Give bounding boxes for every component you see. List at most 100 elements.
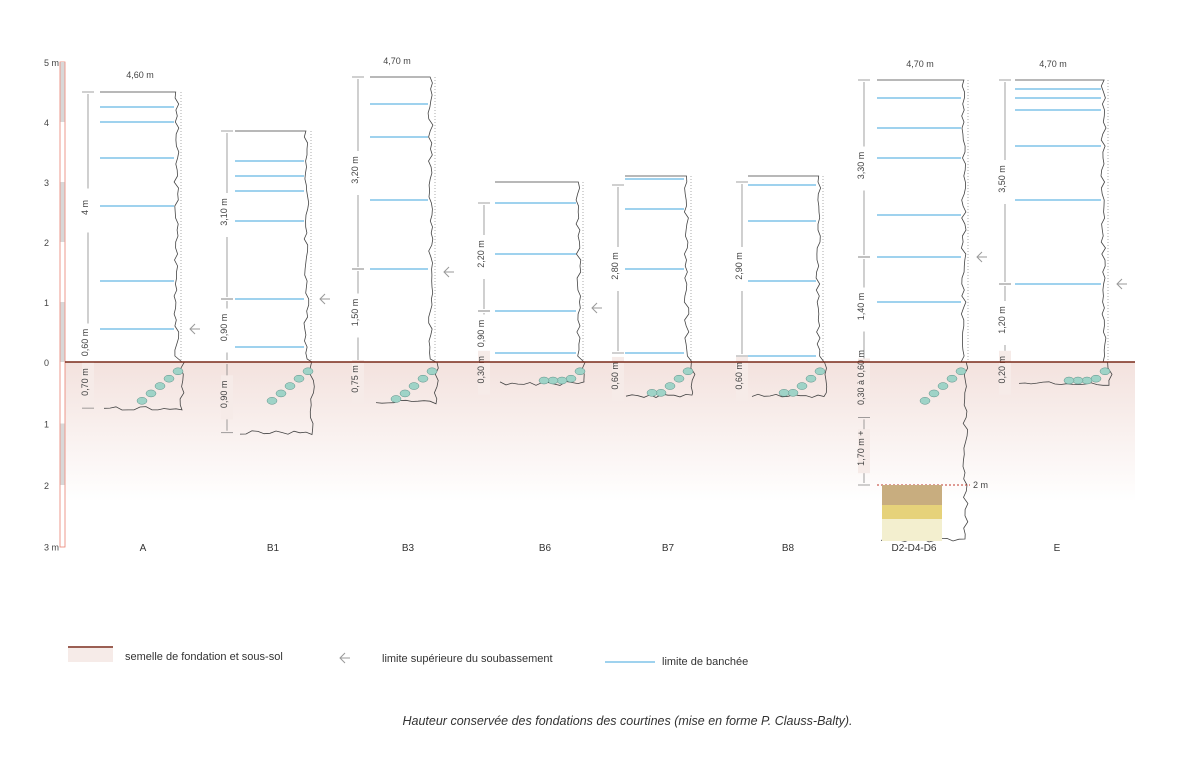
arrow-left-icon — [339, 652, 350, 664]
foundation-stone — [154, 382, 166, 390]
axis-tick-label: 2 — [44, 238, 49, 248]
dimension-label: 0,90 m — [476, 320, 486, 348]
arrow-left-icon — [1116, 278, 1127, 290]
foundation-stone — [266, 397, 278, 405]
foundation-stone — [937, 382, 949, 390]
dimension-label: 3,30 m — [856, 152, 866, 180]
subsoil-swatch — [68, 648, 113, 662]
dimension: 0,60 m — [610, 356, 624, 401]
dimension: 1,70 m + — [856, 417, 870, 486]
foundation-stone — [682, 367, 694, 376]
dimension-label-bg — [352, 151, 364, 195]
dimension-label: 0,90 m — [219, 314, 229, 342]
wall-profile — [495, 181, 586, 386]
scale-segment — [60, 62, 65, 122]
foundation-stone — [275, 389, 287, 398]
foundation-stone — [655, 389, 667, 397]
section-column-a: 4 m0,60 m0,70 m4,60 mA — [80, 70, 200, 554]
foundation-stone — [778, 389, 790, 397]
scale-segment — [60, 423, 65, 485]
wall-profile — [877, 79, 969, 543]
dimension-label-bg — [82, 323, 94, 368]
dimension-label: 1,50 m — [350, 299, 360, 327]
dimension-label-bg — [999, 160, 1011, 204]
wall-profile — [625, 175, 696, 398]
foundation-stone — [136, 397, 148, 405]
dimension: 0,30 à 0,60 m — [856, 350, 870, 405]
dimension: 1,50 m — [350, 268, 364, 363]
dimension-label-bg — [612, 356, 624, 401]
axis-tick-label: 1 — [44, 298, 49, 308]
column-label: A — [140, 543, 147, 554]
foundation-stone — [805, 374, 817, 383]
foundation-stone — [673, 374, 685, 383]
foundation-stone — [946, 374, 958, 383]
legend-upper-limit-label: limite supérieure du soubassement — [382, 653, 553, 665]
section-column-b6: 2,20 m0,90 m0,30 mB6 — [476, 181, 602, 554]
foundation-stone — [787, 389, 799, 397]
section-column-e: 3,50 m1,20 m0,20 m4,70 mE — [997, 59, 1127, 554]
dimension: 0,90 m — [219, 298, 233, 363]
column-label: E — [1054, 543, 1061, 554]
arrow-left-icon — [443, 266, 454, 278]
arrow-left-icon — [976, 251, 987, 263]
dimension-label-bg — [478, 314, 490, 359]
section-column-b7: 2,80 m 0,60 m B7 — [610, 175, 696, 554]
dimension-label-bg — [736, 356, 748, 401]
dimension-label-bg — [221, 193, 233, 237]
foundation-stone — [390, 395, 402, 403]
arrow-left-icon — [319, 293, 330, 305]
dimension-label-bg — [858, 146, 870, 191]
subsoil-band — [65, 362, 1135, 502]
dimension-label: 3,50 m — [997, 165, 1007, 193]
column-label: B8 — [782, 543, 795, 554]
dimension-label: 3,10 m — [219, 198, 229, 226]
foundation-stone — [408, 382, 420, 390]
dimension: 3,30 m — [856, 79, 870, 258]
foundation-stone — [293, 374, 305, 383]
foundation-stone — [1063, 376, 1075, 385]
dimension: 3,10 m — [219, 130, 233, 300]
width-label: 4,70 m — [383, 56, 411, 66]
axis-tick-label: 3 m — [44, 543, 59, 553]
column-label: B7 — [662, 543, 675, 554]
wall-profile — [370, 76, 439, 405]
axis-tick-label: 4 — [44, 118, 49, 128]
dimension-label-bg — [221, 375, 233, 420]
wall-profile — [100, 91, 186, 411]
dimension: 0,20 m — [997, 350, 1011, 395]
dimension-label: 2,80 m — [610, 252, 620, 280]
dimension-label: 4 m — [80, 200, 90, 215]
dimension: 1,40 m — [856, 256, 870, 363]
dimension-label: 0,60 m — [610, 362, 620, 390]
foundation-stone — [426, 367, 438, 376]
axis-tick-label: 2 — [44, 481, 49, 491]
foundation-stone — [646, 389, 658, 397]
axis-tick-label: 1 — [44, 420, 49, 430]
foundation-stone — [417, 374, 429, 383]
scale-segment — [60, 182, 65, 242]
dimension: 4 m — [80, 91, 94, 330]
figure-caption: Hauteur conservée des fondations des cou… — [402, 714, 853, 728]
column-label: B1 — [267, 543, 280, 554]
dimension: 0,30 m — [476, 350, 490, 395]
dimension: 3,50 m — [997, 79, 1011, 285]
foundation-stone — [1072, 376, 1084, 385]
dimension-label-bg — [736, 247, 748, 291]
foundation-stone — [664, 382, 676, 390]
dimension-label: 2,20 m — [476, 240, 486, 268]
soil-layer — [882, 485, 942, 505]
column-label: D2-D4-D6 — [891, 543, 936, 554]
soil-layer — [882, 505, 942, 519]
foundation-stone — [796, 382, 808, 390]
foundation-stone — [1099, 367, 1111, 376]
dimension-label-bg — [858, 429, 870, 474]
foundation-stone — [172, 367, 184, 376]
wall-profile — [1015, 79, 1113, 386]
dimension-label: 0,90 m — [219, 381, 229, 409]
width-label: 4,70 m — [1039, 59, 1067, 69]
foundation-stone — [284, 382, 296, 390]
dimension-label-bg — [82, 188, 94, 233]
